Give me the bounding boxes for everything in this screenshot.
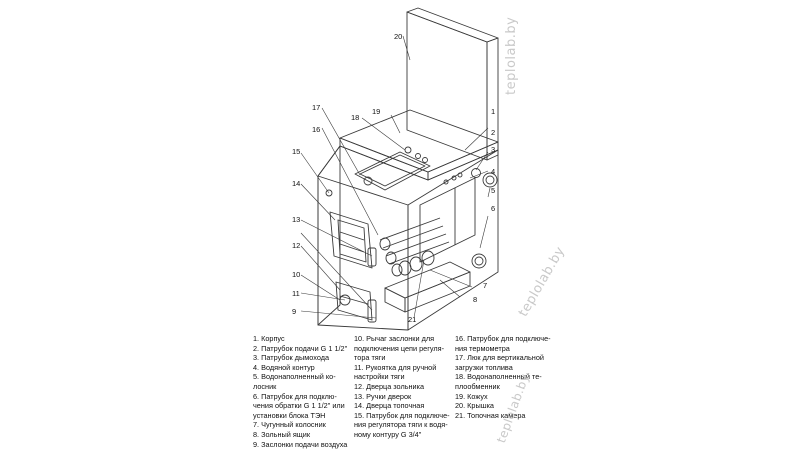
legend-line: настройки тяги <box>354 372 405 382</box>
legend-line: 14. Дверца топочная <box>354 401 425 411</box>
legend-line: 13. Ручки дверок <box>354 391 412 401</box>
callout-5: 5 <box>491 186 496 195</box>
callout-19: 19 <box>372 107 381 116</box>
legend-line: ному контуру G 3/4" <box>354 429 422 439</box>
callout-3: 3 <box>491 145 496 154</box>
callout-14: 14 <box>292 179 301 188</box>
leader-lines <box>300 35 491 319</box>
legend-line: 16. Патрубок для подключе- <box>455 334 551 343</box>
callout-17: 17 <box>312 103 321 112</box>
legend-line: чения обратки G 1 1/2" или <box>253 401 345 411</box>
callout-20: 20 <box>394 32 403 41</box>
callout-1: 1 <box>491 107 496 116</box>
watermark-top: teplolab.by <box>504 16 519 95</box>
callout-6: 6 <box>491 204 496 213</box>
legend-line: 11. Рукоятка для ручной <box>354 362 437 372</box>
legend-line: 5. Водонаполненный ко- <box>253 372 336 382</box>
legend-line: лосник <box>253 381 277 391</box>
callout-18: 18 <box>351 113 360 122</box>
legend-line: 7. Чугунный колосник <box>253 420 326 430</box>
boiler-body <box>317 145 499 331</box>
legend-column-3: 16. Патрубок для подключе-ния термометра… <box>455 334 551 420</box>
legend-line: 8. Зольный ящик <box>253 429 311 439</box>
callout-11: 11 <box>292 289 300 298</box>
legend-line: 3. Патрубок дымохода <box>253 353 330 363</box>
legend-line: 12. Дверца зольника <box>354 381 425 391</box>
callout-21: 21 <box>408 315 417 324</box>
legend-line: 9. Заслонки подачи воздуха <box>253 439 348 449</box>
legend-line: плообменник <box>455 381 500 391</box>
callout-15: 15 <box>292 147 301 156</box>
callout-13: 13 <box>292 215 301 224</box>
legend-line: 6. Патрубок для подклю- <box>253 391 337 401</box>
callout-16: 16 <box>312 125 321 134</box>
legend-line: 4. Водяной контур <box>253 362 315 372</box>
fuel-door <box>329 211 373 269</box>
legend-line: подключения цепи регуля- <box>354 343 445 353</box>
legend-line: установки блока ТЭН <box>253 410 326 420</box>
legend-line: 20. Крышка <box>455 401 494 411</box>
ash-box <box>384 261 471 313</box>
callout-2: 2 <box>491 128 496 137</box>
callout-8: 8 <box>473 295 478 304</box>
ash-door <box>335 281 373 321</box>
callout-7: 7 <box>483 281 488 290</box>
pipes <box>325 168 498 306</box>
legend-line: ния регулятора тяги к водя- <box>354 420 448 430</box>
legend-line: 17. Люк для вертикальной <box>455 353 544 363</box>
legend-line: 21. Топочная камера <box>455 410 526 420</box>
legend-line: 10. Рычаг заслонки для <box>354 334 435 343</box>
legend-line: загрузки топлива <box>455 362 513 372</box>
callout-12: 12 <box>292 241 301 250</box>
legend-line: 2. Патрубок подачи G 1 1/2" <box>253 343 348 353</box>
callout-10: 10 <box>292 270 301 279</box>
legend-line: ния термометра <box>455 343 510 353</box>
legend-line: 15. Патрубок для подключе- <box>354 410 450 420</box>
water-tubes <box>379 217 450 277</box>
callout-9: 9 <box>292 307 297 316</box>
legend-line: тора тяги <box>354 353 386 363</box>
legend-line: 18. Водонаполненный те- <box>455 372 542 382</box>
callout-4: 4 <box>491 167 496 176</box>
door-handles <box>367 247 377 323</box>
legend-line: 19. Кожух <box>455 391 488 401</box>
loading-hatch <box>354 146 431 191</box>
legend-line: 1. Корпус <box>253 334 285 343</box>
